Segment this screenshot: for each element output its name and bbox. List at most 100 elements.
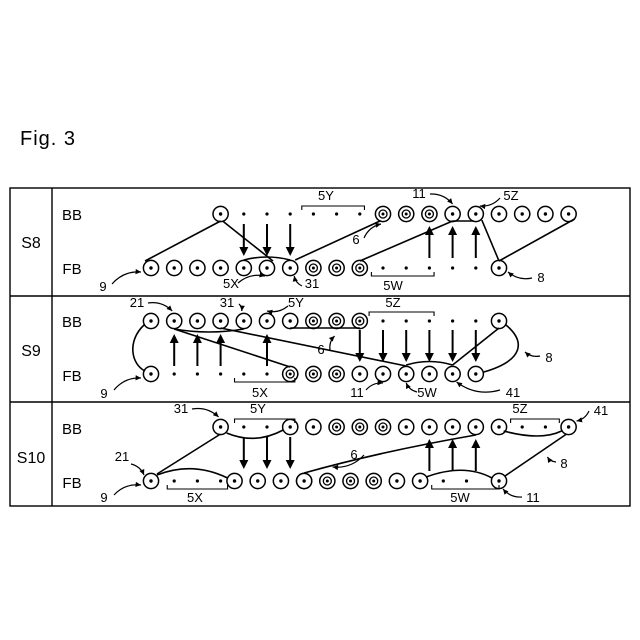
reference-label: 9 <box>100 490 107 505</box>
needle-dot <box>326 480 329 483</box>
leader-line <box>114 378 141 390</box>
needle-dot <box>497 319 500 322</box>
needle-dot <box>358 426 361 429</box>
reference-label: 5Y <box>250 401 266 416</box>
empty-needle <box>428 319 431 322</box>
needle-dot <box>289 319 292 322</box>
yarn-path <box>406 362 452 366</box>
needle-dot <box>279 479 282 482</box>
needle-dot <box>219 425 222 428</box>
arrow-head <box>448 226 457 235</box>
empty-needle <box>196 372 199 375</box>
needle-dot <box>451 425 454 428</box>
needle-dot <box>302 479 305 482</box>
needle-dot <box>405 372 408 375</box>
needle-dot <box>358 267 361 270</box>
leader-head <box>135 375 141 380</box>
arrow-head <box>471 353 480 362</box>
needle-dot <box>335 373 338 376</box>
needle-dot <box>242 266 245 269</box>
yarn-line <box>505 434 567 476</box>
needle-dot <box>312 425 315 428</box>
empty-needle <box>289 212 292 215</box>
arrow-head <box>263 460 272 469</box>
yarn-path <box>504 431 562 436</box>
leader-line <box>457 382 500 392</box>
needle-dot <box>372 480 375 483</box>
arrow-head <box>239 460 248 469</box>
leader-head <box>577 417 583 422</box>
reference-label: 31 <box>305 276 319 291</box>
needle-dot <box>474 212 477 215</box>
empty-needle <box>521 425 524 428</box>
reference-label: 41 <box>594 403 608 418</box>
empty-needle <box>242 372 245 375</box>
needle-dot <box>335 426 338 429</box>
leader-head <box>375 223 381 228</box>
needle-dot <box>451 372 454 375</box>
leader-head <box>457 382 463 387</box>
range-bracket <box>511 419 560 423</box>
arrow-head <box>471 226 480 235</box>
front-bed-label: FB <box>62 261 81 278</box>
reference-label: 5Z <box>512 401 527 416</box>
needle-dot <box>265 319 268 322</box>
leader-line <box>577 411 589 421</box>
reference-label: 11 <box>526 490 540 505</box>
needle-dot <box>149 479 152 482</box>
empty-needle <box>173 479 176 482</box>
arrow-head <box>286 247 295 256</box>
leader-head <box>293 276 298 282</box>
needle-dot <box>428 425 431 428</box>
needle-dot <box>196 266 199 269</box>
yarn-line <box>223 221 273 261</box>
reference-label: 8 <box>545 350 552 365</box>
reference-label: 9 <box>100 386 107 401</box>
reference-label: 31 <box>174 401 188 416</box>
empty-needle <box>335 212 338 215</box>
reference-label: 6 <box>352 232 359 247</box>
reference-label: 5Z <box>503 188 518 203</box>
reference-label: 5W <box>450 490 470 505</box>
reference-label: 5Y <box>318 188 334 203</box>
yarn-line <box>221 328 407 366</box>
reference-label: 6 <box>317 342 324 357</box>
needle-dot <box>219 319 222 322</box>
needle-dot <box>312 267 315 270</box>
reference-label: 11 <box>412 186 426 201</box>
arrow-head <box>402 353 411 362</box>
back-bed-label: BB <box>62 421 82 438</box>
needle-dot <box>219 212 222 215</box>
needle-dot <box>149 266 152 269</box>
needle-dot <box>358 320 361 323</box>
yarn-path <box>157 469 228 478</box>
needle-dot <box>173 319 176 322</box>
panel-s10: S10BBFB315Y5Z41821695X5W11 <box>17 401 608 505</box>
needle-dot <box>382 213 385 216</box>
leader-head <box>240 305 245 311</box>
empty-needle <box>242 425 245 428</box>
needle-dot <box>382 426 385 429</box>
empty-needle <box>242 212 245 215</box>
empty-needle <box>544 425 547 428</box>
arrow-head <box>286 460 295 469</box>
empty-needle <box>405 266 408 269</box>
empty-needle <box>265 212 268 215</box>
leader-line <box>364 224 381 238</box>
needle-dot <box>149 372 152 375</box>
needle-dot <box>567 212 570 215</box>
panel-s9: S9BBFB21315Y5Z6895X115W41 <box>21 295 552 401</box>
needle-dot <box>497 425 500 428</box>
arrow-head <box>448 353 457 362</box>
empty-needle <box>442 479 445 482</box>
reference-label: 6 <box>350 447 357 462</box>
yarn-path <box>133 325 145 371</box>
leader-line <box>131 464 144 475</box>
needle-dot <box>312 320 315 323</box>
needle-dot <box>335 267 338 270</box>
reference-label: 8 <box>537 270 544 285</box>
yarn-line <box>482 220 499 261</box>
leader-line <box>430 194 453 204</box>
needle-dot <box>497 212 500 215</box>
range-bracket <box>167 485 227 489</box>
